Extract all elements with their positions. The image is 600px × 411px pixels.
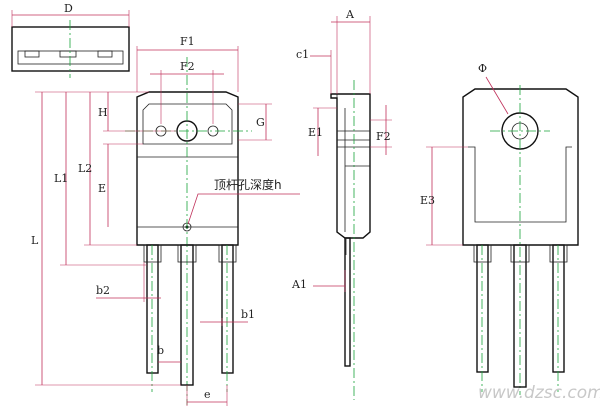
top-view: D — [11, 2, 130, 78]
label-c1: c1 — [296, 48, 309, 61]
ejector-hole-note: 顶杆孔深度h — [214, 177, 282, 192]
watermark-text: www.dzsc.com — [478, 383, 600, 403]
side-view: A c1 E1 F2 A1 — [291, 8, 392, 400]
label-L: L — [31, 234, 39, 247]
label-F2-side: F2 — [376, 130, 391, 143]
label-b1: b1 — [241, 308, 255, 321]
label-b2: b2 — [96, 284, 110, 297]
label-E: E — [98, 182, 106, 195]
label-A1: A1 — [291, 278, 307, 291]
label-F1: F1 — [180, 35, 195, 48]
label-D: D — [64, 2, 73, 15]
label-A: A — [345, 8, 355, 21]
label-F2: F2 — [180, 60, 195, 73]
label-e: e — [204, 388, 211, 401]
label-E3: E3 — [420, 194, 435, 207]
label-b: b — [157, 344, 164, 357]
label-phi: Φ — [478, 62, 487, 75]
back-view: Φ E3 — [420, 62, 579, 395]
label-G: G — [256, 116, 265, 129]
front-view: F1 F2 L L1 L2 H E G 顶杆孔深度h — [31, 35, 300, 406]
label-E1: E1 — [308, 126, 323, 139]
label-H: H — [98, 106, 108, 119]
label-L2: L2 — [78, 162, 92, 175]
label-L1: L1 — [54, 172, 68, 185]
